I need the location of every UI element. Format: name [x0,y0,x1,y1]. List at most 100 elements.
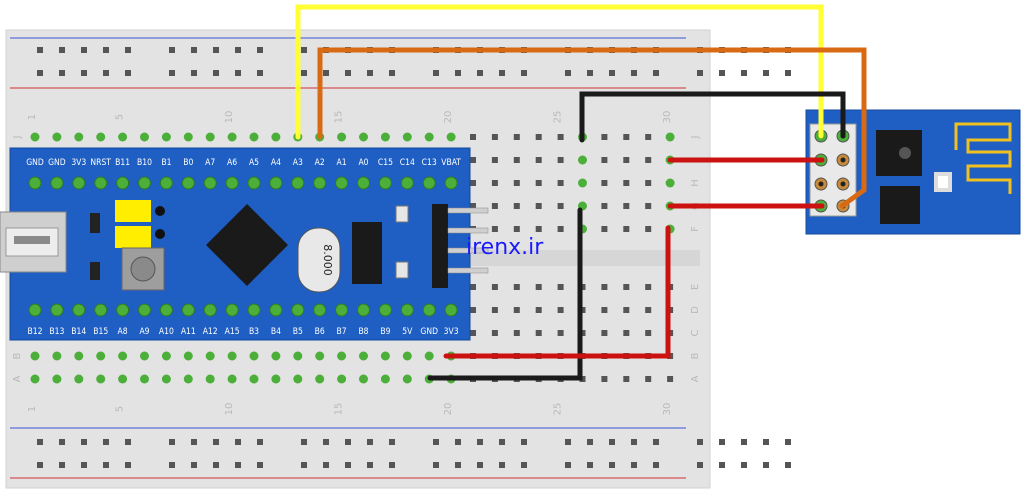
rail-hole [477,70,483,76]
pin-label-bottom: 3V3 [444,327,459,337]
rail-hole [499,439,505,445]
pin-label-top: 3V3 [71,158,86,168]
connected-hole [183,351,193,361]
esp01-module [805,109,1021,235]
pin-label-top: A2 [315,158,325,168]
pin-label-bottom: B15 [93,327,108,337]
board-pin [444,176,458,190]
connected-hole [380,351,390,361]
grid-hole [535,157,542,163]
pin-label-top: B0 [183,158,193,168]
wire-black-esp [579,91,846,143]
connected-hole [293,374,303,384]
connected-hole [271,374,281,384]
board-pin [28,303,42,317]
connected-hole [30,374,40,384]
grid-hole [645,330,652,336]
connected-hole [118,132,128,142]
row-letter: A [12,375,23,382]
connected-hole [161,374,171,384]
rail-hole [323,462,329,468]
column-number: 1 [27,406,38,412]
connected-hole [96,351,106,361]
rail-hole [191,47,197,53]
board-pin [116,176,130,190]
connected-hole [227,374,237,384]
connected-hole [249,351,259,361]
connected-hole [380,374,390,384]
row-letter: C [690,329,701,336]
pin-label-bottom: B9 [380,327,390,337]
rail-hole [235,439,241,445]
crystal-label: 8.000 [321,244,334,276]
rail-hole [81,47,87,53]
connected-hole [359,374,368,384]
connected-hole [161,132,171,142]
connected-hole [424,132,434,142]
board-pin [203,303,217,317]
column-number: 1 [27,114,38,120]
rail-hole [631,462,637,468]
grid-hole [491,330,498,336]
pin-label-bottom: A11 [181,327,196,337]
flash-chip [880,186,920,224]
connected-hole [96,374,106,384]
connected-hole [380,132,390,142]
connected-hole [315,374,325,384]
grid-hole [535,134,542,140]
pin-label-top: C13 [422,158,437,168]
column-number: 20 [443,403,454,416]
grid-hole [557,307,564,313]
pin-label-bottom: GND [420,327,438,337]
rail-hole [763,462,769,468]
rail-hole [235,47,241,53]
pin-label-top: A4 [271,158,281,168]
row-letter: D [690,306,701,314]
grid-hole [645,284,652,290]
rail-hole [257,462,263,468]
grid-hole [535,226,542,232]
grid-hole [491,226,498,232]
board-pin [357,303,370,317]
grid-hole [513,203,520,209]
rail-hole [719,70,725,76]
grid-hole [557,226,564,232]
rail-hole [213,439,219,445]
grid-hole [470,330,476,336]
pin-label-bottom: A15 [225,327,240,337]
connected-hole [74,351,84,361]
pin-label-bottom: B3 [249,327,259,337]
rail-hole [697,439,703,445]
rail-hole [81,439,87,445]
rail-hole [213,462,219,468]
rail-hole [719,439,725,445]
watermark: irenx.ir [466,235,544,260]
grid-hole [601,157,608,163]
grid-hole [601,307,608,313]
board-pin [138,176,151,190]
grid-hole [623,307,630,313]
pin-label-bottom: B14 [71,327,86,337]
connected-hole [30,132,40,142]
rail-hole [257,70,263,76]
board-pin [400,303,414,317]
rail-hole [257,47,263,53]
connected-hole [249,132,259,142]
connected-hole [402,351,412,361]
board-pin [422,176,436,190]
grid-hole [623,134,630,140]
rail-hole [741,70,747,76]
grid-hole [470,284,476,290]
rail-hole [477,462,483,468]
grid-hole [623,226,630,232]
pcb-antenna [954,122,1012,194]
grid-hole [623,284,630,290]
rail-hole [59,47,65,53]
board-pin [291,176,305,190]
connected-hole [205,351,215,361]
swd-header [432,204,448,288]
board-pin [357,176,370,190]
row-letter: J [690,136,701,140]
connected-hole [249,374,259,384]
esp-pin-hole [840,181,846,187]
